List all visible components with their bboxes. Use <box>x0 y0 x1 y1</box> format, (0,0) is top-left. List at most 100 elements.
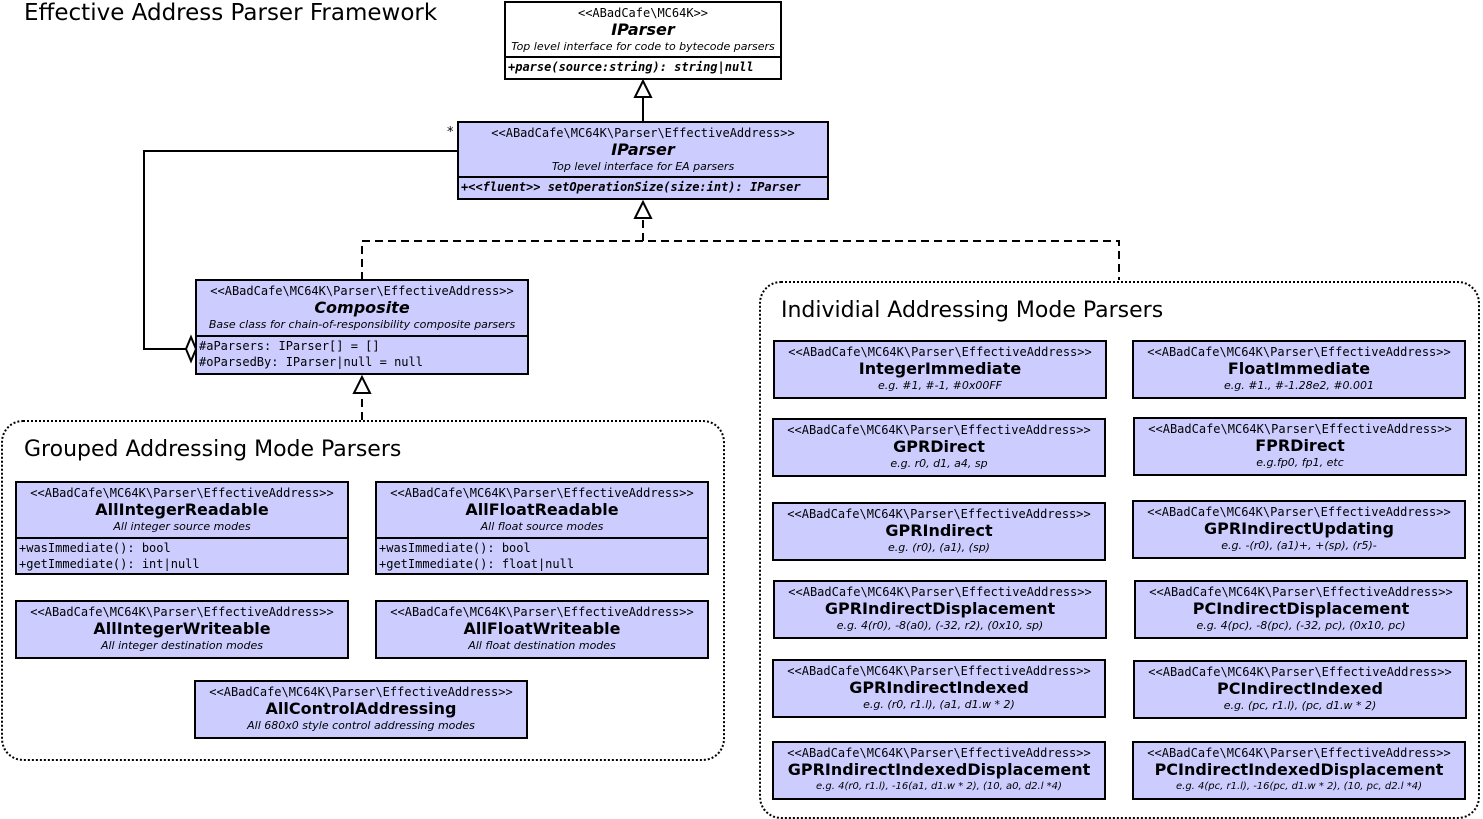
class-name: AllIntegerReadable <box>95 500 269 519</box>
class-description: All integer destination modes <box>100 639 264 652</box>
stereotype: <<ABadCafe\MC64K\Parser\EffectiveAddress… <box>1149 585 1453 599</box>
class-name: AllControlAddressing <box>265 699 457 718</box>
class-name: IParser <box>611 20 675 39</box>
class-header: <<ABadCafe\MC64K\Parser\EffectiveAddress… <box>775 582 1105 633</box>
class-header: <<ABadCafe\MC64K\Parser\EffectiveAddress… <box>459 123 827 174</box>
class-name: GPRIndirectIndexed <box>849 678 1029 697</box>
class-header: <<ABadCafe\MC64K\Parser\EffectiveAddress… <box>774 661 1104 712</box>
class-pc-indirect-displacement: <<ABadCafe\MC64K\Parser\EffectiveAddress… <box>1134 580 1468 639</box>
method: +<<fluent>> setOperationSize(size:int): … <box>461 180 801 194</box>
class-name: PCIndirectDisplacement <box>1192 599 1410 618</box>
class-header: <<ABadCafe\MC64K\Parser\EffectiveAddress… <box>1134 743 1464 794</box>
class-fpr-direct: <<ABadCafe\MC64K\Parser\EffectiveAddress… <box>1133 417 1467 476</box>
class-description: e.g. r0, d1, a4, sp <box>890 457 988 470</box>
class-name: GPRIndirect <box>885 521 993 540</box>
class-header: <<ABadCafe\MC64K\Parser\EffectiveAddress… <box>774 504 1104 555</box>
class-all-float-readable: <<ABadCafe\MC64K\Parser\EffectiveAddress… <box>375 481 709 575</box>
method: +getImmediate(): int|null <box>19 557 200 571</box>
diagram-title: Effective Address Parser Framework <box>24 0 438 26</box>
class-description: Top level interface for code to bytecode… <box>511 40 775 53</box>
class-description: All float source modes <box>480 520 604 533</box>
class-description: All float destination modes <box>468 639 616 652</box>
class-name: Composite <box>314 298 410 317</box>
stereotype: <<ABadCafe\MC64K\Parser\EffectiveAddress… <box>1147 505 1451 519</box>
stereotype: <<ABadCafe\MC64K\Parser\EffectiveAddress… <box>390 605 694 619</box>
stereotype: <<ABadCafe\MC64K>> <box>577 6 709 20</box>
realization-line <box>361 240 1120 280</box>
class-composite: <<ABadCafe\MC64K\Parser\EffectiveAddress… <box>195 279 529 375</box>
class-pc-indirect-indexed: <<ABadCafe\MC64K\Parser\EffectiveAddress… <box>1133 660 1467 719</box>
class-header: <<ABadCafe\MC64K\Parser\EffectiveAddress… <box>17 602 347 653</box>
class-name: AllFloatReadable <box>465 500 619 519</box>
class-members: +parse(source:string): string|null <box>506 56 780 76</box>
class-header: <<ABadCafe\MC64K\Parser\EffectiveAddress… <box>774 420 1104 471</box>
method: +wasImmediate(): bool <box>19 541 171 555</box>
class-description: Base class for chain-of-responsibility c… <box>208 318 516 331</box>
class-header: <<ABadCafe\MC64K\Parser\EffectiveAddress… <box>774 743 1104 794</box>
class-gpr-indirect-updating: <<ABadCafe\MC64K\Parser\EffectiveAddress… <box>1132 500 1466 559</box>
class-members: #aParsers: IParser[] = [] #oParsedBy: IP… <box>197 335 527 371</box>
method: +parse(source:string): string|null <box>508 60 754 74</box>
class-header: <<ABadCafe\MC64K>> IParser Top level int… <box>506 3 780 54</box>
class-name: GPRIndirectDisplacement <box>824 599 1056 618</box>
class-header: <<ABadCafe\MC64K\Parser\EffectiveAddress… <box>1135 419 1465 470</box>
class-gpr-indirect: <<ABadCafe\MC64K\Parser\EffectiveAddress… <box>772 502 1106 561</box>
class-name: FPRDirect <box>1255 436 1345 455</box>
class-description: Top level interface for EA parsers <box>551 160 735 173</box>
class-members: +<<fluent>> setOperationSize(size:int): … <box>459 176 827 196</box>
class-description: e.g. #1., #-1.28e2, #0.001 <box>1223 379 1375 392</box>
class-all-control-addressing: <<ABadCafe\MC64K\Parser\EffectiveAddress… <box>194 680 528 739</box>
class-header: <<ABadCafe\MC64K\Parser\EffectiveAddress… <box>17 483 347 534</box>
realization-arrowhead <box>633 199 653 219</box>
class-name: GPRIndirectIndexedDisplacement <box>787 760 1091 779</box>
class-iparser-ea: <<ABadCafe\MC64K\Parser\EffectiveAddress… <box>457 121 829 200</box>
class-gpr-direct: <<ABadCafe\MC64K\Parser\EffectiveAddress… <box>772 418 1106 477</box>
class-gpr-indirect-displacement: <<ABadCafe\MC64K\Parser\EffectiveAddress… <box>773 580 1107 639</box>
method: +getImmediate(): float|null <box>379 557 575 571</box>
class-header: <<ABadCafe\MC64K\Parser\EffectiveAddress… <box>196 682 526 733</box>
stereotype: <<ABadCafe\MC64K\Parser\EffectiveAddress… <box>788 345 1092 359</box>
stereotype: <<ABadCafe\MC64K\Parser\EffectiveAddress… <box>1147 746 1451 760</box>
class-name: GPRIndirectUpdating <box>1203 519 1394 538</box>
generalization-arrowhead <box>633 78 653 98</box>
class-gpr-indirect-indexed: <<ABadCafe\MC64K\Parser\EffectiveAddress… <box>772 659 1106 718</box>
class-description: e.g. -(r0), (a1)+, +(sp), (r5)- <box>1221 539 1377 552</box>
stereotype: <<ABadCafe\MC64K\Parser\EffectiveAddress… <box>787 664 1091 678</box>
class-header: <<ABadCafe\MC64K\Parser\EffectiveAddress… <box>197 281 527 332</box>
class-description: e.g. (r0, r1.l), (a1, d1.w * 2) <box>863 698 1015 711</box>
stereotype: <<ABadCafe\MC64K\Parser\EffectiveAddress… <box>787 746 1091 760</box>
class-pc-indirect-indexed-displacement: <<ABadCafe\MC64K\Parser\EffectiveAddress… <box>1132 741 1466 800</box>
stereotype: <<ABadCafe\MC64K\Parser\EffectiveAddress… <box>787 423 1091 437</box>
method: +wasImmediate(): bool <box>379 541 531 555</box>
class-name: IntegerImmediate <box>858 359 1022 378</box>
class-header: <<ABadCafe\MC64K\Parser\EffectiveAddress… <box>377 483 707 534</box>
group-title: Grouped Addressing Mode Parsers <box>24 437 402 462</box>
class-header: <<ABadCafe\MC64K\Parser\EffectiveAddress… <box>1135 662 1465 713</box>
stereotype: <<ABadCafe\MC64K\Parser\EffectiveAddress… <box>390 486 694 500</box>
class-description: e.g.fp0, fp1, etc <box>1256 456 1344 469</box>
stereotype: <<ABadCafe\MC64K\Parser\EffectiveAddress… <box>30 486 334 500</box>
class-description: All 680x0 style control addressing modes <box>247 719 475 732</box>
class-header: <<ABadCafe\MC64K\Parser\EffectiveAddress… <box>1134 502 1464 553</box>
stereotype: <<ABadCafe\MC64K\Parser\EffectiveAddress… <box>1148 665 1452 679</box>
class-name: GPRDirect <box>893 437 985 456</box>
class-header: <<ABadCafe\MC64K\Parser\EffectiveAddress… <box>377 602 707 653</box>
attribute: #aParsers: IParser[] = [] <box>199 339 380 353</box>
class-description: e.g. 4(r0, r1.l), -16(a1, d1.w * 2), (10… <box>816 781 1062 792</box>
class-description: e.g. (pc, r1.l), (pc, d1.w * 2) <box>1223 699 1377 712</box>
class-members: +wasImmediate(): bool +getImmediate(): f… <box>377 537 707 573</box>
class-header: <<ABadCafe\MC64K\Parser\EffectiveAddress… <box>1134 342 1464 393</box>
class-gpr-indirect-indexed-displacement: <<ABadCafe\MC64K\Parser\EffectiveAddress… <box>772 741 1106 800</box>
stereotype: <<ABadCafe\MC64K\Parser\EffectiveAddress… <box>491 126 795 140</box>
stereotype: <<ABadCafe\MC64K\Parser\EffectiveAddress… <box>209 685 513 699</box>
class-integer-immediate: <<ABadCafe\MC64K\Parser\EffectiveAddress… <box>773 340 1107 399</box>
class-all-float-writeable: <<ABadCafe\MC64K\Parser\EffectiveAddress… <box>375 600 709 659</box>
class-name: PCIndirectIndexedDisplacement <box>1154 760 1444 779</box>
class-header: <<ABadCafe\MC64K\Parser\EffectiveAddress… <box>775 342 1105 393</box>
class-members: +wasImmediate(): bool +getImmediate(): i… <box>17 537 347 573</box>
class-description: e.g. 4(r0), -8(a0), (-32, r2), (0x10, sp… <box>836 619 1044 632</box>
class-description: All integer source modes <box>113 520 251 533</box>
attribute: #oParsedBy: IParser|null = null <box>199 355 423 369</box>
group-individual-parsers <box>759 281 1480 819</box>
class-name: AllFloatWriteable <box>463 619 621 638</box>
